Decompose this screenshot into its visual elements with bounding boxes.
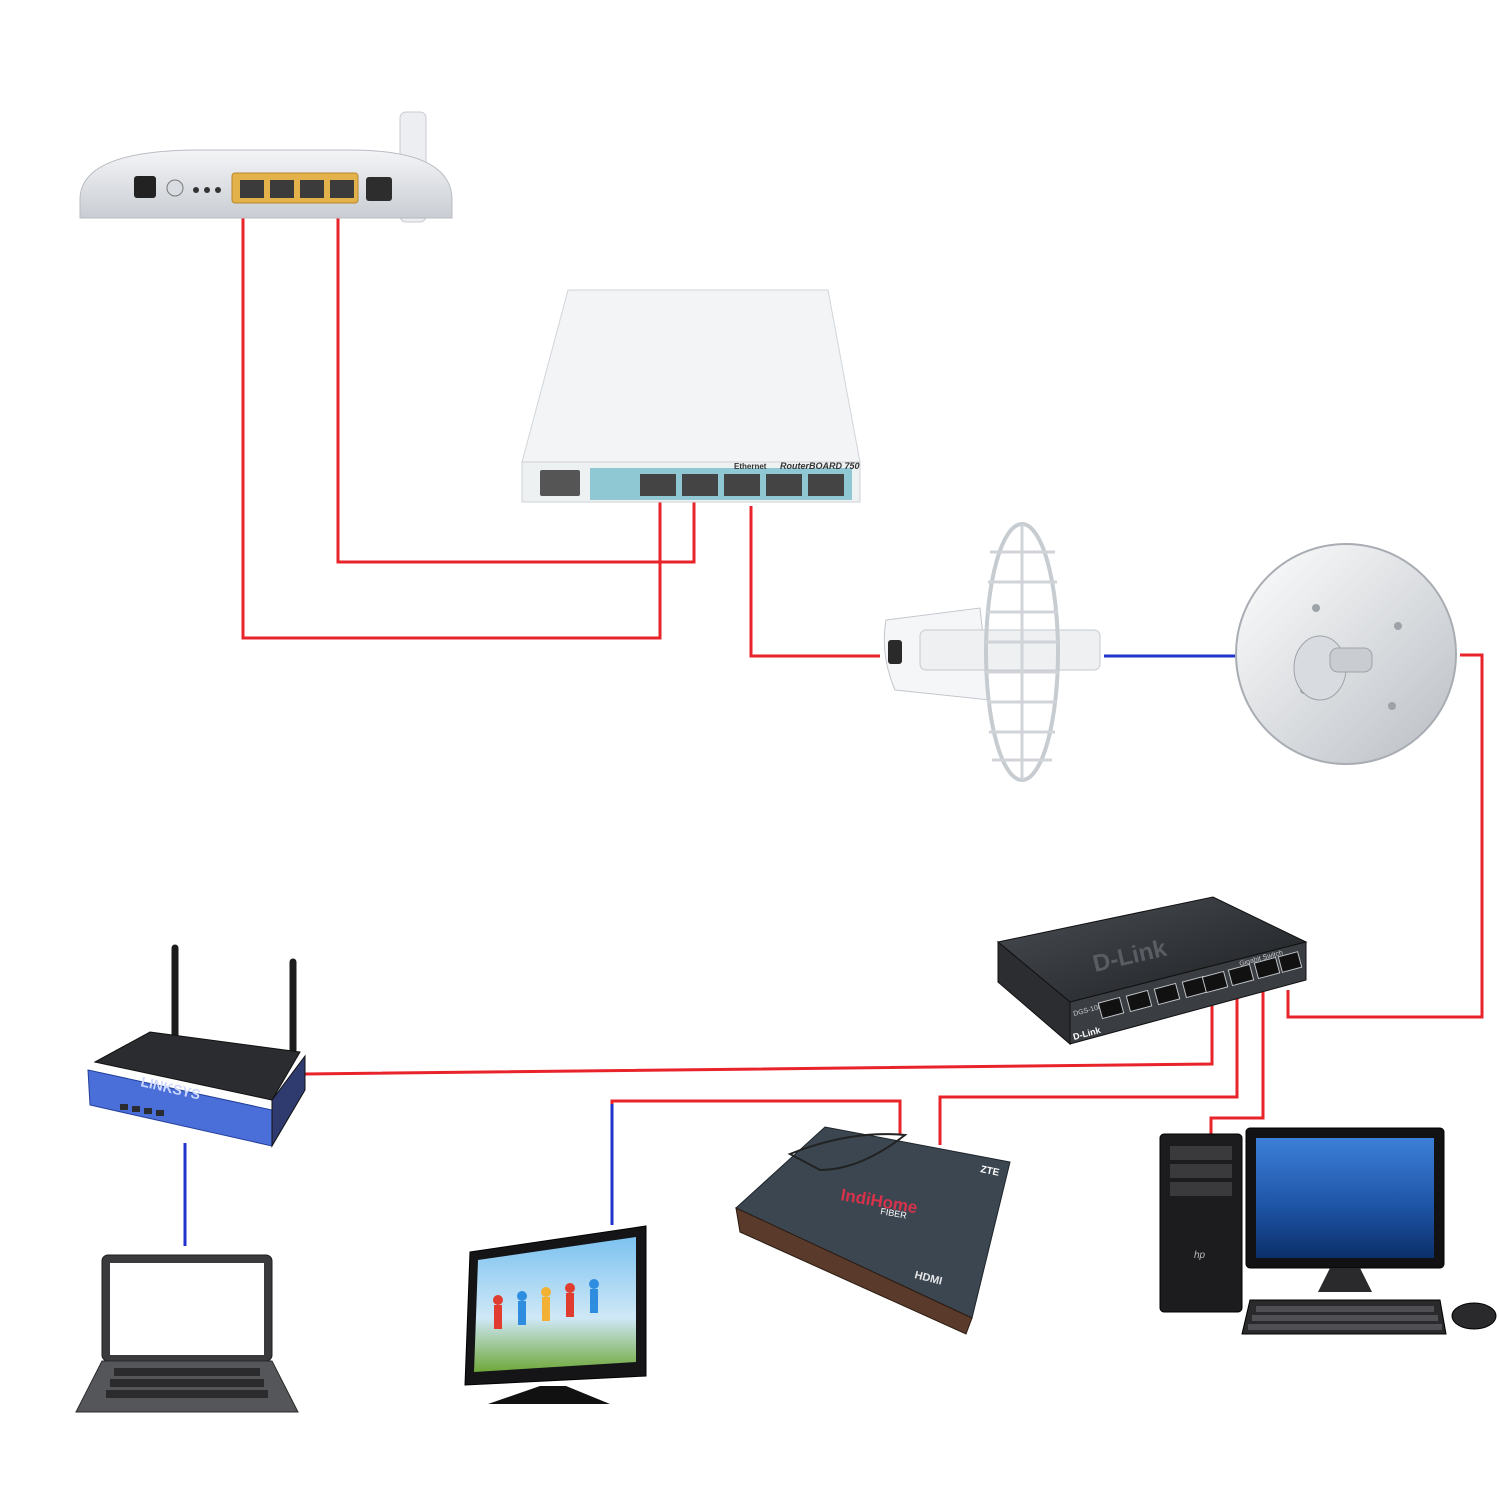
stb-sub-label: FIBER [880, 1206, 908, 1221]
settop-box: IndiHome FIBER ZTE HDMI [735, 1126, 1011, 1335]
pc-monitor-screen [1256, 1138, 1434, 1258]
router-power-icon [540, 470, 580, 496]
cable-modem-to-mikrotik-a [241, 198, 662, 640]
tv-stand [488, 1386, 610, 1404]
switch-ports-icon [1097, 951, 1303, 1020]
cable-switch-to-wifi-router [304, 990, 1214, 1076]
tv-screen [474, 1237, 636, 1372]
pc-tower [1159, 1133, 1243, 1313]
reset-button-icon [166, 179, 184, 197]
cable-switch-to-pc [1209, 990, 1265, 1135]
linksys-wifi-router: LINKSYS [87, 944, 306, 1148]
cable-layer [183, 198, 1484, 1246]
lcd-television [464, 1225, 647, 1404]
router-model-label: RouterBOARD 750 [780, 461, 860, 471]
cable-mikrotik-to-grid-antenna [749, 506, 880, 658]
pc-keyboard-keys-icon [1248, 1306, 1442, 1330]
tv-screen-people-icon [493, 1279, 599, 1329]
pc-brand-logo: hp [1194, 1250, 1206, 1261]
router-port-label: Ethernet [734, 462, 767, 471]
pc-mouse-icon [1451, 1302, 1497, 1330]
cable-switch-to-settop-box [938, 990, 1239, 1145]
laptop-keyboard-icon [106, 1368, 268, 1398]
pc-monitor-stand [1318, 1268, 1372, 1292]
router-top [521, 289, 861, 463]
adsl-modem [79, 111, 453, 223]
laptop [75, 1254, 299, 1413]
laptop-screen [110, 1263, 264, 1355]
wifi-router-top [93, 1031, 301, 1101]
antenna-feed-arm [919, 629, 1101, 671]
mikrotik-router: Ethernet RouterBOARD 750 [521, 289, 861, 503]
phone-port-icon [366, 177, 392, 201]
router-ethernet-ports-icon [640, 474, 844, 496]
cable-modem-to-mikrotik-b [336, 198, 696, 564]
stb-brand-label: ZTE [979, 1164, 1000, 1179]
cable-dish-to-switch [1286, 653, 1484, 1019]
stb-edge [735, 1207, 973, 1335]
desktop-pc: hp [1159, 1127, 1497, 1335]
dish-antenna [1235, 543, 1457, 765]
dlink-switch: D-Link Gigabit Switch DGS-108 D-Link [996, 896, 1308, 1046]
cable-stb-to-tv-red [610, 1099, 902, 1135]
grid-antenna [883, 522, 1101, 782]
power-jack-icon [134, 176, 156, 198]
